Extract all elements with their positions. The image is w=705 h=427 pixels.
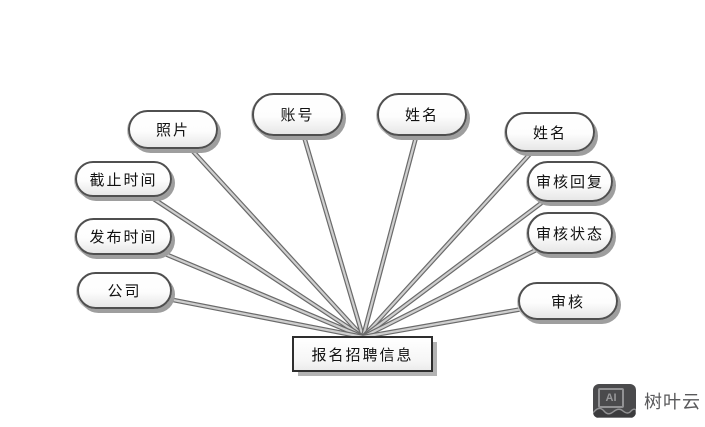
attribute-label: 姓名 xyxy=(532,124,567,142)
attribute-label: 截止时间 xyxy=(89,171,158,189)
attribute-node: 公司 xyxy=(77,272,172,309)
attribute-label: 审核 xyxy=(550,293,585,311)
attribute-label: 审核回复 xyxy=(535,174,604,191)
connector-line xyxy=(122,178,364,338)
entity-label: 报名招聘信息 xyxy=(311,346,414,364)
connector-line xyxy=(123,235,364,339)
connector-line xyxy=(362,131,551,338)
attribute-node: 姓名 xyxy=(505,112,595,152)
connector-line xyxy=(362,180,571,338)
attribute-label: 账号 xyxy=(280,107,315,124)
attribute-label: 公司 xyxy=(107,283,142,300)
connector-line xyxy=(361,114,424,338)
attribute-node: 照片 xyxy=(128,110,218,149)
entity-node: 报名招聘信息 xyxy=(292,336,433,372)
attribute-node: 审核 xyxy=(518,282,618,320)
attribute-node: 账号 xyxy=(252,93,343,136)
watermark: AI 树叶云 xyxy=(593,384,701,418)
attribute-node: 审核状态 xyxy=(527,212,613,254)
attribute-label: 审核状态 xyxy=(535,225,604,243)
attribute-label: 照片 xyxy=(155,122,190,139)
connector-line xyxy=(296,114,365,338)
connector-line xyxy=(172,128,364,338)
attribute-node: 发布时间 xyxy=(75,218,172,255)
watermark-brand-text: 树叶云 xyxy=(644,392,701,412)
attribute-node: 截止时间 xyxy=(75,161,172,197)
watermark-logo-icon: AI xyxy=(593,384,636,418)
attribute-node: 审核回复 xyxy=(527,161,613,202)
attribute-label: 发布时间 xyxy=(89,229,158,246)
mountain-icon xyxy=(593,407,636,418)
attribute-node: 姓名 xyxy=(377,93,467,136)
ai-logo-text: AI xyxy=(598,388,624,408)
attribute-label: 姓名 xyxy=(404,107,439,124)
